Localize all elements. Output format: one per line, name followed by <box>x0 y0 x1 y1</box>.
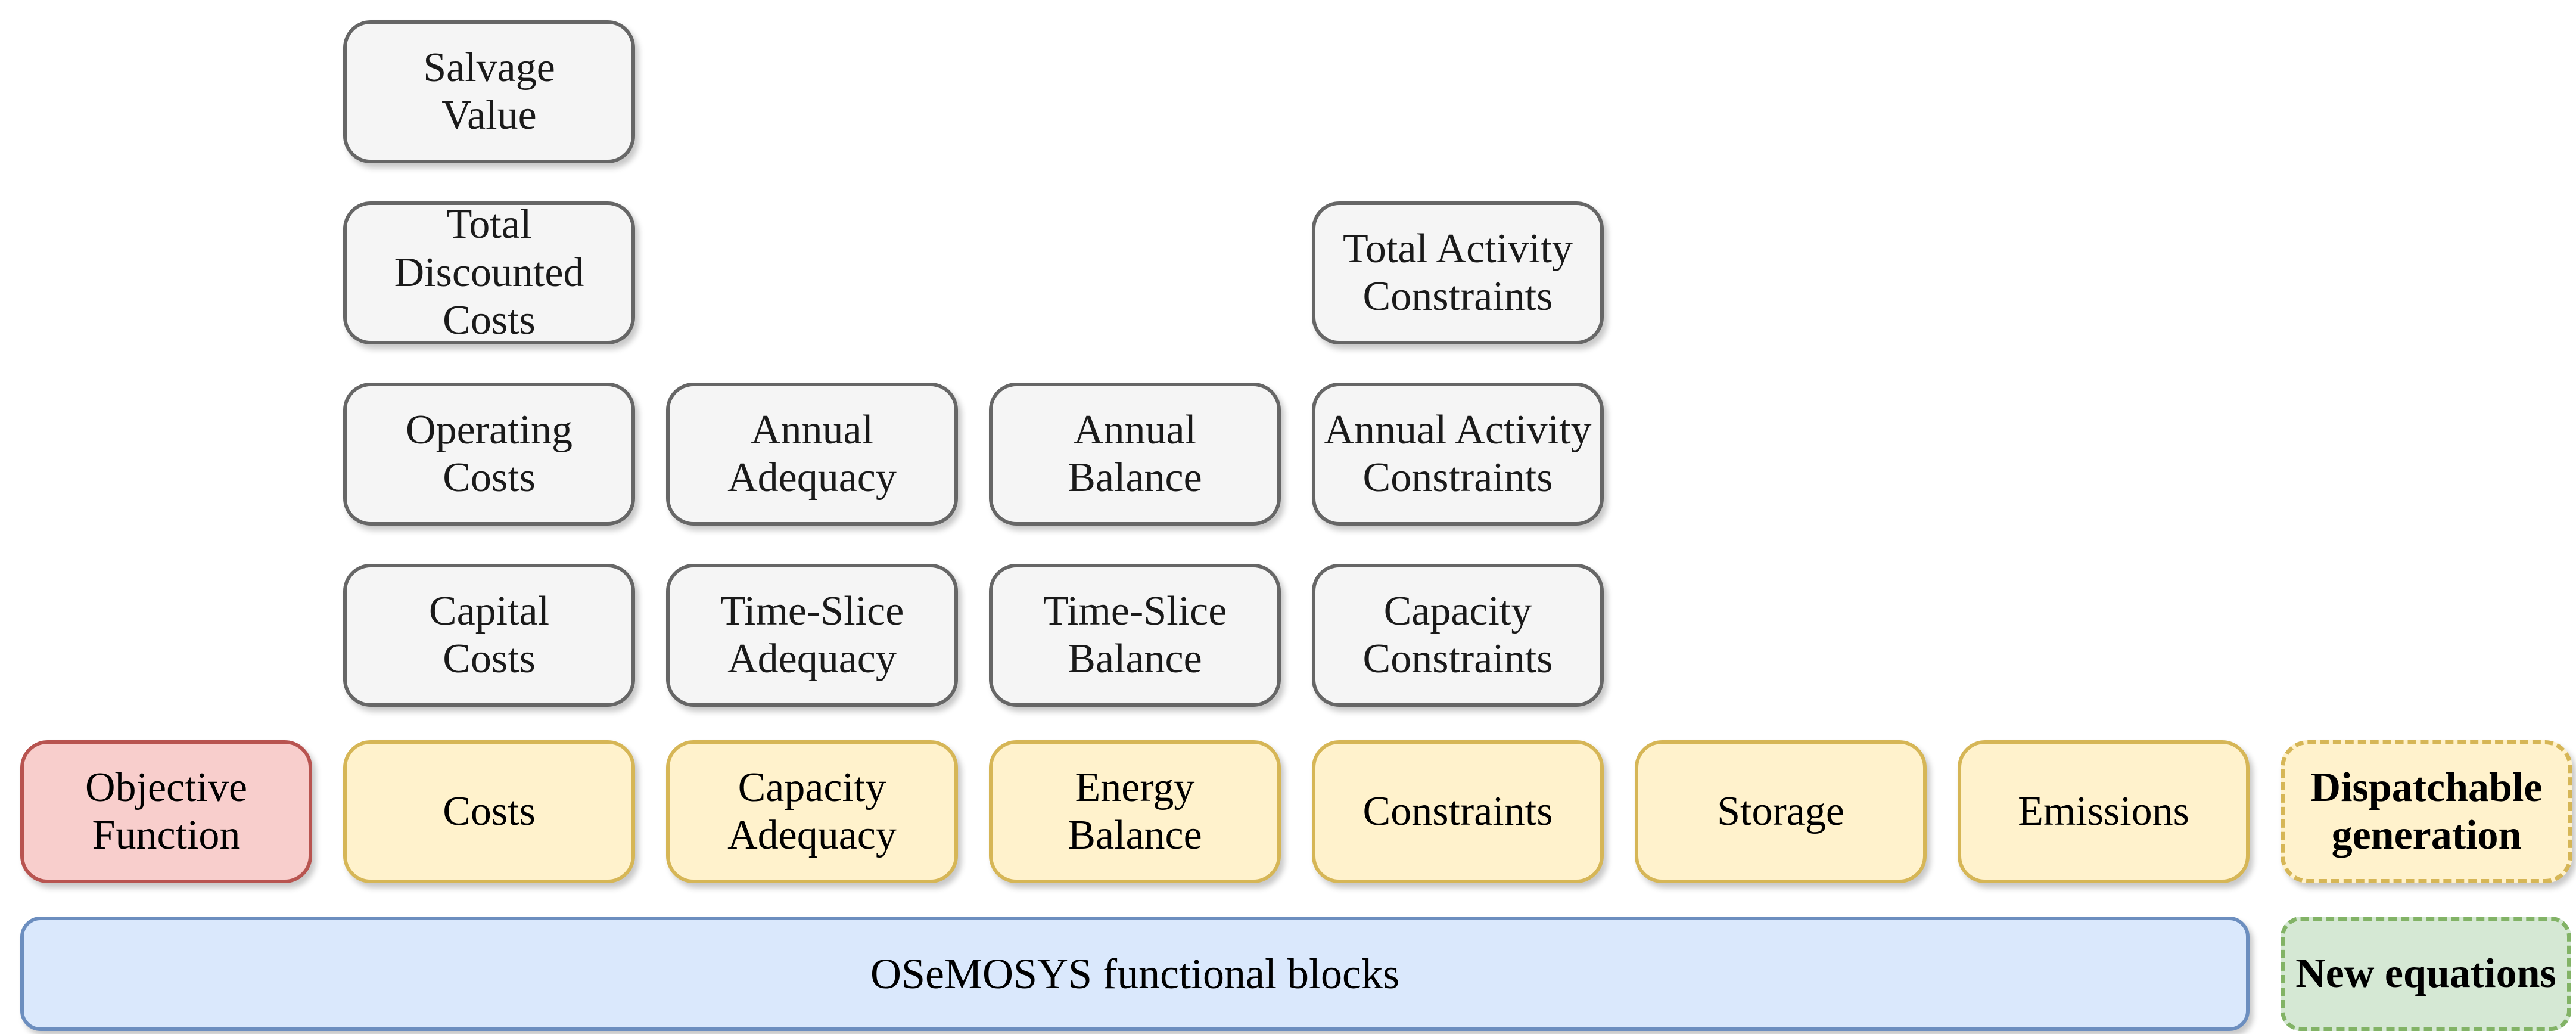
box-emissions: Emissions <box>1958 740 2250 883</box>
box-constraints: Constraints <box>1312 740 1604 883</box>
box-time-slice-balance: Time-Slice Balance <box>989 564 1281 707</box>
box-annual-adequacy: Annual Adequacy <box>666 383 958 526</box>
box-capacity-adequacy: Capacity Adequacy <box>666 740 958 883</box>
box-salvage-value: Salvage Value <box>343 20 635 163</box>
box-storage: Storage <box>1635 740 1927 883</box>
box-costs: Costs <box>343 740 635 883</box>
box-capital-costs: Capital Costs <box>343 564 635 707</box>
box-annual-balance: Annual Balance <box>989 383 1281 526</box>
box-annual-activity-constraints: Annual Activity Constraints <box>1312 383 1604 526</box>
box-objective-function: Objective Function <box>20 740 312 883</box>
box-capacity-constraints: Capacity Constraints <box>1312 564 1604 707</box>
osemosys-functional-blocks-bar: OSeMOSYS functional blocks <box>20 917 2250 1031</box>
box-operating-costs: Operating Costs <box>343 383 635 526</box>
box-total-activity-constraints: Total Activity Constraints <box>1312 201 1604 344</box>
box-new-equations: New equations <box>2281 917 2571 1031</box>
box-energy-balance: Energy Balance <box>989 740 1281 883</box>
box-dispatchable-generation: Dispatchable generation <box>2281 740 2572 883</box>
box-total-discounted-costs: Total Discounted Costs <box>343 201 635 344</box>
box-time-slice-adequacy: Time-Slice Adequacy <box>666 564 958 707</box>
